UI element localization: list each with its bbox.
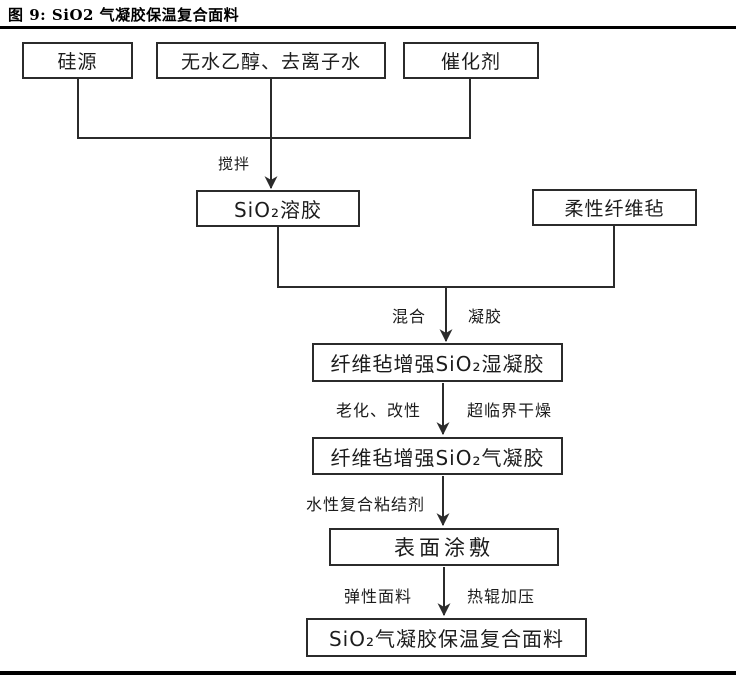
edge-label-aging-modification: 老化、改性 <box>336 401 422 420</box>
edge-label-elastic-fabric: 弹性面料 <box>344 587 413 606</box>
figure-title: 图 9: SiO2 气凝胶保温复合面料 <box>8 6 240 24</box>
node-wet-gel: 纤维毡增强SiO₂湿凝胶 <box>312 343 563 382</box>
edge-label-supercritical-drying: 超临界干燥 <box>467 401 553 420</box>
bracket-top <box>77 79 471 139</box>
node-aerogel: 纤维毡增强SiO₂气凝胶 <box>312 437 563 475</box>
node-silicon-source: 硅源 <box>22 42 133 79</box>
node-ethanol-water: 无水乙醇、去离子水 <box>156 42 386 79</box>
node-surface-coating: 表面涂敷 <box>329 528 559 566</box>
edge-label-stir: 搅拌 <box>218 155 251 173</box>
node-catalyst: 催化剂 <box>403 42 539 79</box>
node-sio2-sol: SiO₂溶胶 <box>196 190 360 227</box>
edge-label-hot-roll-pressing: 热辊加压 <box>467 587 536 606</box>
edge-label-mix: 混合 <box>392 307 427 326</box>
edge-label-gel: 凝胶 <box>468 307 503 326</box>
title-rule <box>0 26 736 29</box>
node-fiber-felt: 柔性纤维毡 <box>532 189 697 226</box>
bottom-rule <box>0 671 736 675</box>
bracket-merge <box>277 226 615 288</box>
edge-label-waterborne-binder: 水性复合粘结剂 <box>306 495 426 514</box>
node-final-product: SiO₂气凝胶保温复合面料 <box>306 618 587 657</box>
